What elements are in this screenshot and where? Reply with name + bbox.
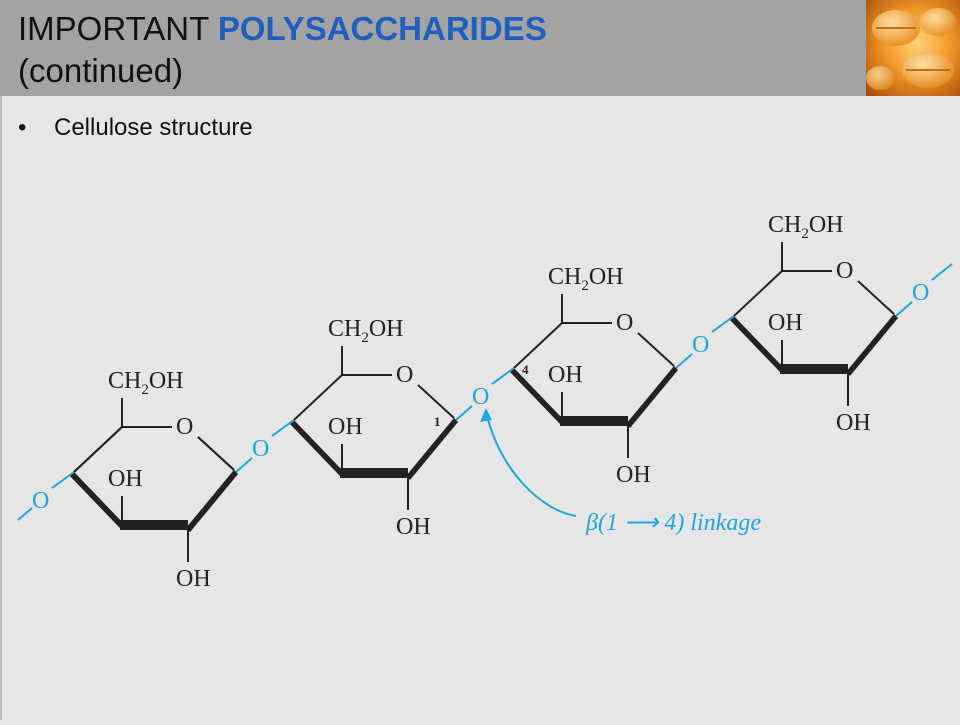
ring-4-ch2oh: CH2OH xyxy=(768,212,844,242)
ring-4-oh-c2: OH xyxy=(836,410,871,436)
title-continued: (continued) xyxy=(18,52,184,89)
ring-4-oxygen: O xyxy=(836,258,853,284)
orange-pills-image xyxy=(866,0,960,96)
ring-2-oxygen: O xyxy=(396,362,413,388)
left-border xyxy=(0,96,2,720)
ring-2-oh-c3: OH xyxy=(328,414,363,440)
ring-1-oxygen: O xyxy=(176,414,193,440)
glycosidic-oxygen-3: O xyxy=(692,332,709,358)
glycosidic-oxygen-4: O xyxy=(912,280,929,306)
carbon-1-label: 1 xyxy=(434,414,441,429)
cellulose-structure-diagram: CH2OH O OH OH CH2OH O OH OH 1 CH2OH O OH… xyxy=(0,150,960,720)
linkage-arrow xyxy=(485,411,577,517)
glucose-ring-2: CH2OH O OH OH 1 xyxy=(289,316,459,540)
ring-3-oh-c2: OH xyxy=(616,462,651,488)
ring-1-oh-c3: OH xyxy=(108,466,143,492)
bullet-text: Cellulose structure xyxy=(54,114,253,141)
glycosidic-oxygen-0: O xyxy=(32,488,49,514)
glucose-ring-4: CH2OH O OH OH xyxy=(729,212,899,436)
slide-header: IMPORTANT POLYSACCHARIDES (continued) xyxy=(0,0,960,96)
slide-title: IMPORTANT POLYSACCHARIDES (continued) xyxy=(18,8,868,92)
glycosidic-oxygen-2: O xyxy=(472,384,489,410)
ring-3-oxygen: O xyxy=(616,310,633,336)
ring-3-oh-c3: OH xyxy=(548,362,583,388)
ring-2-oh-c2: OH xyxy=(396,514,431,540)
ring-2-ch2oh: CH2OH xyxy=(328,316,404,346)
glycosidic-oxygen-1: O xyxy=(252,436,269,462)
pills-image-art xyxy=(866,0,960,96)
linkage-label: β(1 ⟶ 4) linkage xyxy=(585,510,761,536)
ring-4-oh-c3: OH xyxy=(768,310,803,336)
cellulose-svg: CH2OH O OH OH CH2OH O OH OH 1 CH2OH O OH… xyxy=(17,212,953,592)
title-accent: POLYSACCHARIDES xyxy=(217,10,547,47)
linkage-annotation: β(1 ⟶ 4) linkage xyxy=(480,408,761,536)
ring-1-oh-c2: OH xyxy=(176,566,211,592)
linkage-arrowhead xyxy=(480,408,492,422)
title-text: IMPORTANT xyxy=(18,10,218,47)
bullet-dot: • xyxy=(18,114,27,141)
ring-3-ch2oh: CH2OH xyxy=(548,264,624,294)
ring-1-ch2oh: CH2OH xyxy=(108,368,184,398)
carbon-4-label: 4 xyxy=(522,362,529,377)
glucose-ring-1: CH2OH O OH OH xyxy=(69,368,239,592)
bullet-item: • Cellulose structure xyxy=(18,114,253,142)
glycosidic-bonds: O O O O O xyxy=(17,263,953,521)
